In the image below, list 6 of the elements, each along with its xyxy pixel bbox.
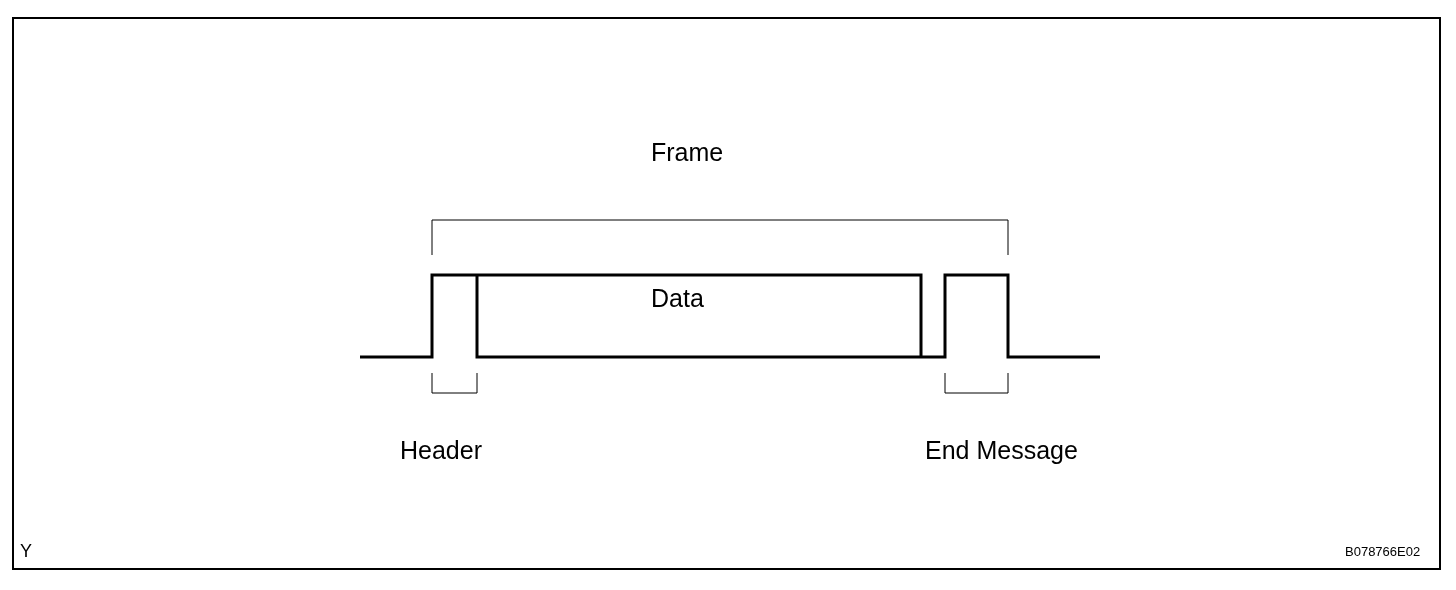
data-label: Data (651, 284, 704, 313)
frame-label: Frame (651, 138, 724, 167)
corner-mark: Y (20, 540, 32, 562)
header-label: Header (400, 436, 482, 465)
end-message-label: End Message (925, 436, 1078, 465)
figure-code: B078766E02 (1345, 543, 1421, 560)
